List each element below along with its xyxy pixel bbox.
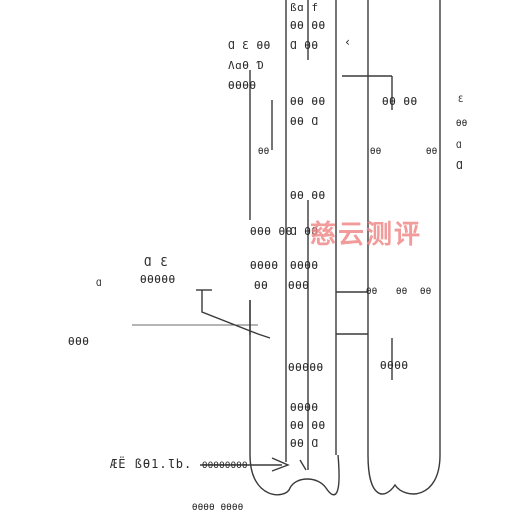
pointer-line: [201, 290, 271, 339]
label-mid-1: ƟƟ ƟƟ: [290, 189, 326, 202]
label-far-right-4: Ɑ: [456, 159, 464, 172]
label-far-right-center: ƟƟ: [426, 147, 438, 157]
label-far-right-1: Ɛ: [458, 95, 464, 105]
label-top-3: Ɑ ƟƟ: [290, 39, 319, 52]
label-top-4: Ɑ Ɛ ƟƟ: [228, 39, 271, 52]
label-right-1: ƟƟ ƟƟ: [382, 95, 418, 108]
label-mid-left-2: ƟƟƟƟ: [250, 259, 279, 272]
label-low-4: ƟƟ Ɑ: [290, 437, 319, 450]
label-right-mid-1: ƟƟ: [366, 287, 378, 297]
label-mid-mid-1: Ɑ ƟƟ: [290, 225, 319, 238]
label-low-2: ƟƟƟƟ: [290, 401, 319, 414]
label-mid-left-3: ƟƟ: [254, 279, 269, 292]
left-tube-outline: [249, 0, 340, 496]
label-left-1: ɅɑƟ Ɗ: [228, 59, 264, 72]
label-right-low-1: ƟƟƟƟ: [380, 359, 409, 372]
caret-mark: ‹: [344, 35, 353, 49]
label-right-center: ƟƟ: [370, 147, 382, 157]
watermark: 慈云测评: [310, 220, 423, 250]
label-low-3: ƟƟ ƟƟ: [290, 419, 326, 432]
bottom-label: ƟƟƟƟ ƟƟƟƟ: [192, 503, 244, 513]
label-top-2: ƟƟ ƟƟ: [290, 19, 326, 32]
bottom-left-label: ÆË ßƟ1.Ɩb.: [110, 457, 193, 471]
bottom-arrow-head: [271, 457, 290, 472]
symbol-label: Ɑ Ɛ: [144, 255, 169, 269]
label-right-mid-3: ƟƟ: [420, 287, 432, 297]
label-center-2: ƟƟ Ɑ: [290, 115, 319, 128]
label-far-right-2: ƟƟ: [456, 119, 468, 129]
label-left-center: ƟƟ: [258, 147, 270, 157]
bottom-ticks: ƟƟƟƟƟƟƟƟ: [202, 461, 248, 471]
lower-mid-tick: [299, 459, 307, 471]
label-right-mid-2: ƟƟ: [396, 287, 408, 297]
label-left-2: ƟƟƟƟ: [228, 79, 257, 92]
label-center-1: ƟƟ ƟƟ: [290, 95, 326, 108]
label-low-1: ƟƟƟƟƟ: [288, 361, 324, 374]
label-mid-left-1: ƟƟƟ ƟƟ: [250, 225, 293, 238]
left-mark: Ɑ: [96, 279, 102, 289]
left-label: ƟƟƟ: [68, 335, 90, 348]
label-top-1: ßɑ f: [290, 1, 319, 14]
symbol-label-2: ƟƟƟƟƟ: [140, 273, 176, 286]
label-mid-mid-2: ƟƟƟƟ: [290, 259, 319, 272]
label-mid-mid-3: ƟƟƟ: [288, 279, 310, 292]
label-far-right-3: Ɑ: [456, 141, 462, 151]
